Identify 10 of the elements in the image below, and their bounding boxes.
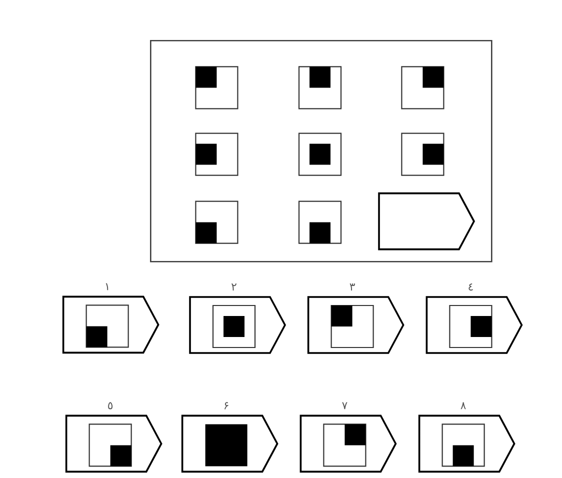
option-number: ٣: [350, 284, 355, 290]
option-number: ٨: [460, 402, 466, 410]
option-number: ١: [106, 283, 108, 290]
option-number: ۶: [224, 402, 228, 410]
option-number: ٧: [342, 402, 348, 410]
option-number: ٤: [468, 283, 473, 291]
option-number: ٢: [232, 284, 236, 290]
empty-answer-slot: [378, 192, 476, 250]
option-number: ٥: [108, 402, 113, 410]
puzzle-frame: [150, 40, 492, 262]
